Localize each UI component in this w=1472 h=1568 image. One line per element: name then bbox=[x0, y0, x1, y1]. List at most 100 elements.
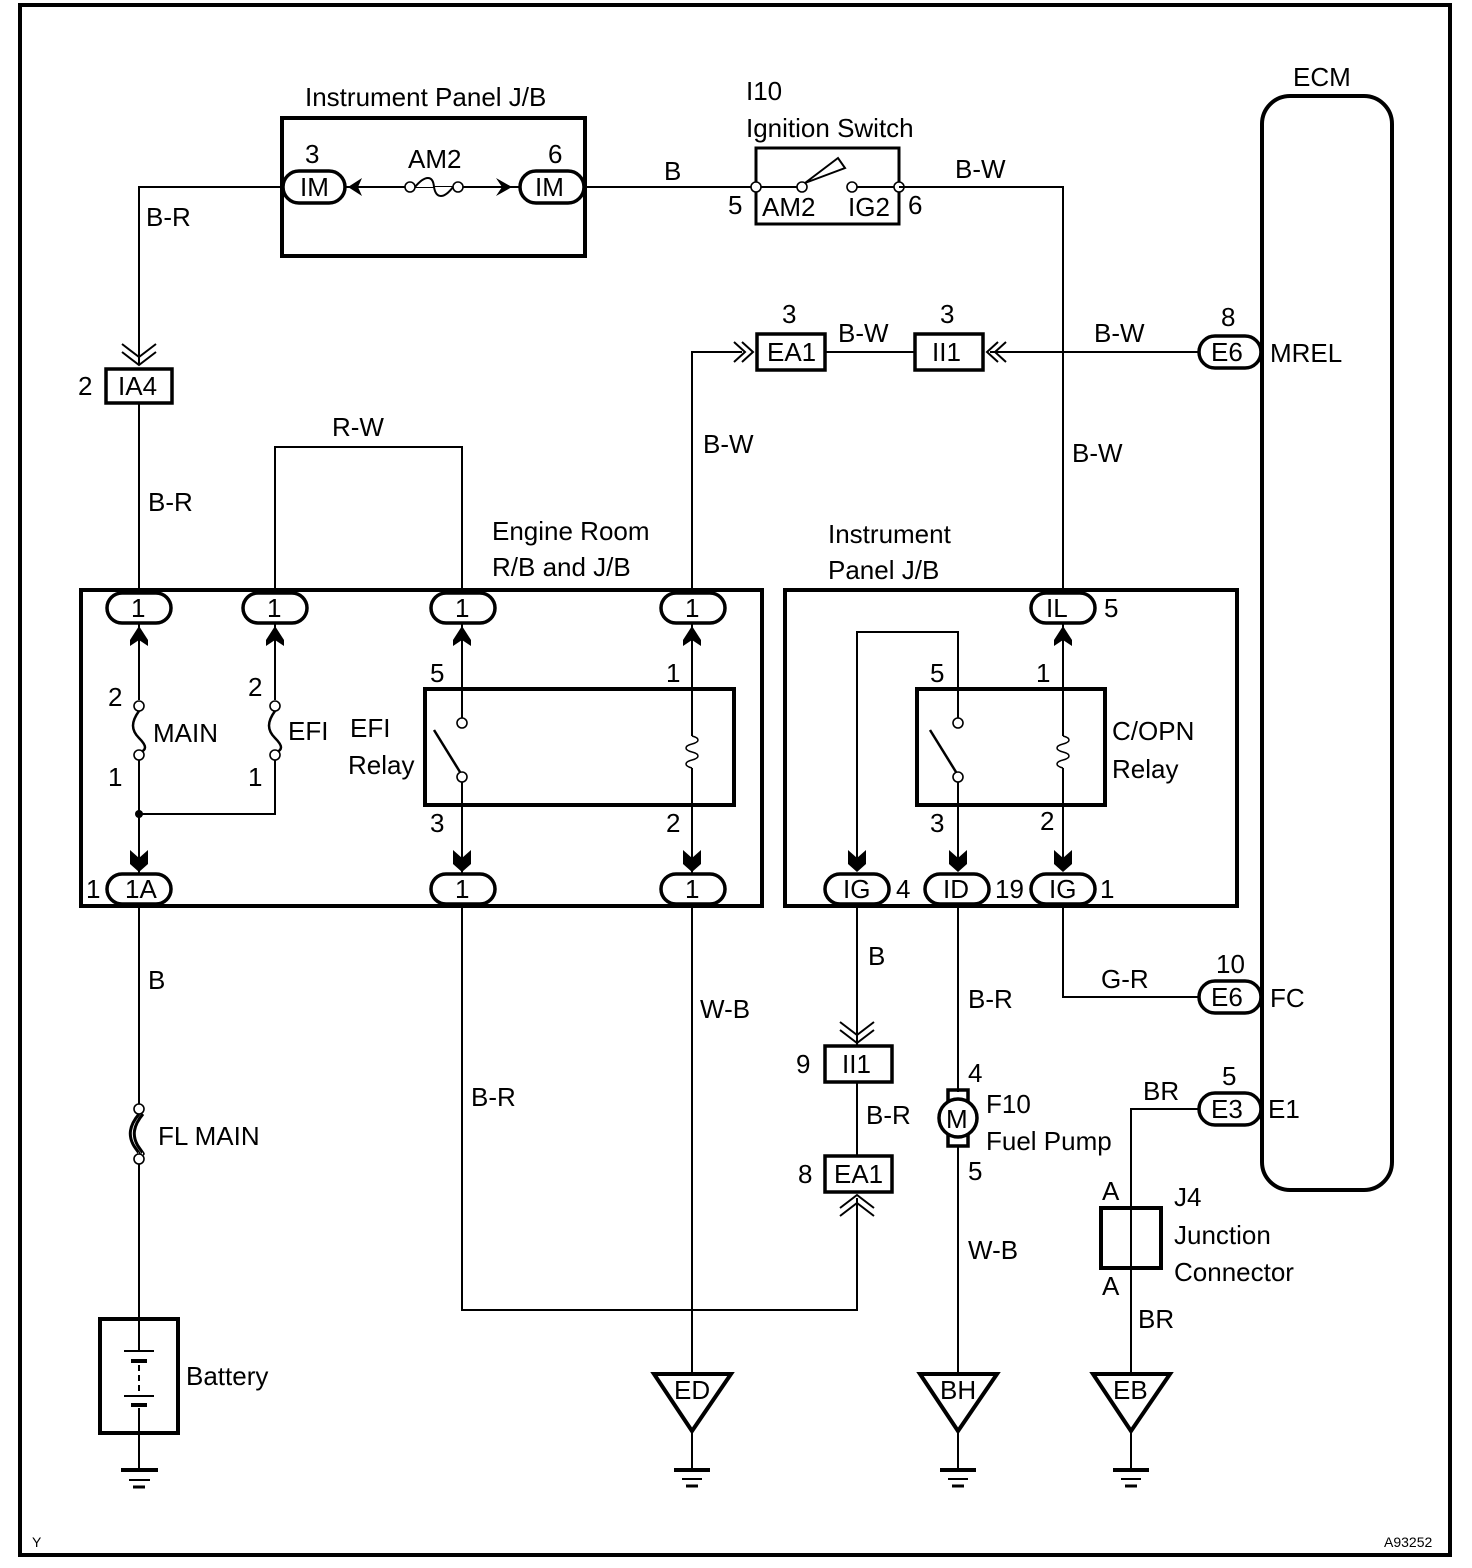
connector-ia4: IA4 2 bbox=[78, 343, 174, 405]
svg-text:8: 8 bbox=[1221, 302, 1235, 332]
svg-text:AM2: AM2 bbox=[762, 192, 815, 222]
svg-text:Ignition Switch: Ignition Switch bbox=[746, 113, 914, 143]
relay-switch-icon bbox=[928, 729, 958, 773]
svg-text:B: B bbox=[664, 156, 681, 186]
fuse-main-icon bbox=[131, 710, 147, 755]
svg-text:4: 4 bbox=[896, 874, 910, 904]
junction-connector-j4: A A J4 Junction Connector bbox=[1099, 1176, 1294, 1301]
connector-ea1-bottom: EA1 8 bbox=[798, 1154, 894, 1194]
battery: Battery bbox=[98, 1317, 268, 1470]
svg-text:E6: E6 bbox=[1211, 337, 1243, 367]
svg-text:2: 2 bbox=[78, 371, 92, 401]
ground-point-bh: BH bbox=[916, 1372, 1001, 1488]
svg-text:5: 5 bbox=[968, 1156, 982, 1186]
svg-text:Junction: Junction bbox=[1174, 1220, 1271, 1250]
svg-text:8: 8 bbox=[798, 1159, 812, 1189]
svg-text:B-W: B-W bbox=[1072, 438, 1123, 468]
svg-text:B-W: B-W bbox=[703, 429, 754, 459]
svg-text:F10: F10 bbox=[986, 1089, 1031, 1119]
svg-text:A: A bbox=[1102, 1271, 1120, 1301]
svg-text:IM: IM bbox=[535, 172, 564, 202]
svg-text:IG: IG bbox=[1049, 874, 1076, 904]
ground-point-eb: EB bbox=[1089, 1372, 1174, 1488]
ecm-pin-fc: E6 10 FC bbox=[1197, 949, 1305, 1015]
svg-text:3: 3 bbox=[782, 299, 796, 329]
svg-text:5: 5 bbox=[430, 658, 444, 688]
ecm-pin-e1: E3 5 E1 bbox=[1197, 1061, 1300, 1127]
svg-text:9: 9 bbox=[796, 1049, 810, 1079]
svg-text:Fuel Pump: Fuel Pump bbox=[986, 1126, 1112, 1156]
svg-text:5: 5 bbox=[1222, 1061, 1236, 1091]
svg-text:EA1: EA1 bbox=[834, 1159, 883, 1189]
svg-text:W-B: W-B bbox=[968, 1235, 1018, 1265]
ground-point-ed: ED bbox=[650, 1372, 735, 1488]
fuse-am2-icon bbox=[414, 177, 454, 197]
fuse-efi-icon bbox=[267, 710, 283, 755]
fuel-pump: M 4 F10 Fuel Pump 5 bbox=[937, 1058, 1112, 1186]
svg-text:ED: ED bbox=[674, 1375, 710, 1405]
svg-text:Relay: Relay bbox=[348, 750, 414, 780]
svg-text:B-W: B-W bbox=[1094, 318, 1145, 348]
svg-text:Instrument: Instrument bbox=[828, 519, 952, 549]
svg-text:BH: BH bbox=[940, 1375, 976, 1405]
svg-text:B-R: B-R bbox=[968, 984, 1013, 1014]
corner-code-left: Y bbox=[32, 1534, 42, 1550]
svg-text:C/OPN: C/OPN bbox=[1112, 716, 1194, 746]
svg-text:Battery: Battery bbox=[186, 1361, 268, 1391]
svg-text:2: 2 bbox=[666, 808, 680, 838]
svg-text:1: 1 bbox=[455, 593, 469, 623]
c-opn-relay bbox=[915, 687, 1107, 807]
svg-text:EFI: EFI bbox=[288, 716, 328, 746]
svg-text:M: M bbox=[946, 1104, 968, 1134]
efi-relay bbox=[423, 687, 736, 807]
svg-text:Engine Room: Engine Room bbox=[492, 516, 650, 546]
svg-text:6: 6 bbox=[548, 139, 562, 169]
svg-text:1: 1 bbox=[86, 874, 100, 904]
ip-jb-right: Instrument Panel J/B IL 5 5 3 1 2 C/OPN … bbox=[783, 519, 1239, 908]
svg-text:3: 3 bbox=[430, 808, 444, 838]
svg-text:II1: II1 bbox=[932, 337, 961, 367]
motor-icon bbox=[937, 1097, 979, 1139]
svg-text:MREL: MREL bbox=[1270, 338, 1342, 368]
svg-text:1: 1 bbox=[108, 762, 122, 792]
svg-text:1A: 1A bbox=[125, 874, 157, 904]
junction-dot bbox=[135, 810, 143, 818]
svg-text:IA4: IA4 bbox=[118, 371, 157, 401]
ip-jb-top: Instrument Panel J/B IM 3 AM2 IM 6 bbox=[280, 82, 587, 258]
svg-text:R/B and J/B: R/B and J/B bbox=[492, 552, 631, 582]
svg-text:Connector: Connector bbox=[1174, 1257, 1294, 1287]
svg-text:1: 1 bbox=[1100, 874, 1114, 904]
svg-text:BR: BR bbox=[1138, 1304, 1174, 1334]
svg-text:1: 1 bbox=[666, 658, 680, 688]
svg-text:4: 4 bbox=[968, 1058, 982, 1088]
svg-text:B-R: B-R bbox=[866, 1100, 911, 1130]
svg-text:AM2: AM2 bbox=[408, 144, 461, 174]
svg-text:1: 1 bbox=[131, 593, 145, 623]
svg-text:Panel J/B: Panel J/B bbox=[828, 555, 939, 585]
svg-text:EA1: EA1 bbox=[767, 337, 816, 367]
ground-icon bbox=[121, 1468, 158, 1489]
svg-text:R-W: R-W bbox=[332, 412, 384, 442]
svg-text:3: 3 bbox=[305, 139, 319, 169]
svg-text:1: 1 bbox=[267, 593, 281, 623]
svg-text:A: A bbox=[1102, 1176, 1120, 1206]
connector-arrow-icon bbox=[348, 178, 362, 196]
svg-text:Relay: Relay bbox=[1112, 754, 1178, 784]
svg-text:3: 3 bbox=[930, 808, 944, 838]
svg-text:I10: I10 bbox=[746, 76, 782, 106]
svg-text:5: 5 bbox=[930, 658, 944, 688]
relay-coil-icon bbox=[1056, 735, 1070, 769]
ecm-pin-mrel: E6 8 MREL bbox=[1197, 302, 1342, 370]
svg-text:B: B bbox=[148, 965, 165, 995]
svg-text:5: 5 bbox=[728, 190, 742, 220]
svg-text:G-R: G-R bbox=[1101, 964, 1149, 994]
ecm: ECM bbox=[1260, 62, 1394, 1192]
svg-text:J4: J4 bbox=[1174, 1182, 1201, 1212]
ip-jb-top-title: Instrument Panel J/B bbox=[305, 82, 546, 112]
svg-text:FC: FC bbox=[1270, 983, 1305, 1013]
svg-text:B-R: B-R bbox=[146, 202, 191, 232]
fusible-link-icon bbox=[128, 1113, 145, 1156]
svg-text:E3: E3 bbox=[1211, 1094, 1243, 1124]
svg-text:B-W: B-W bbox=[955, 154, 1006, 184]
